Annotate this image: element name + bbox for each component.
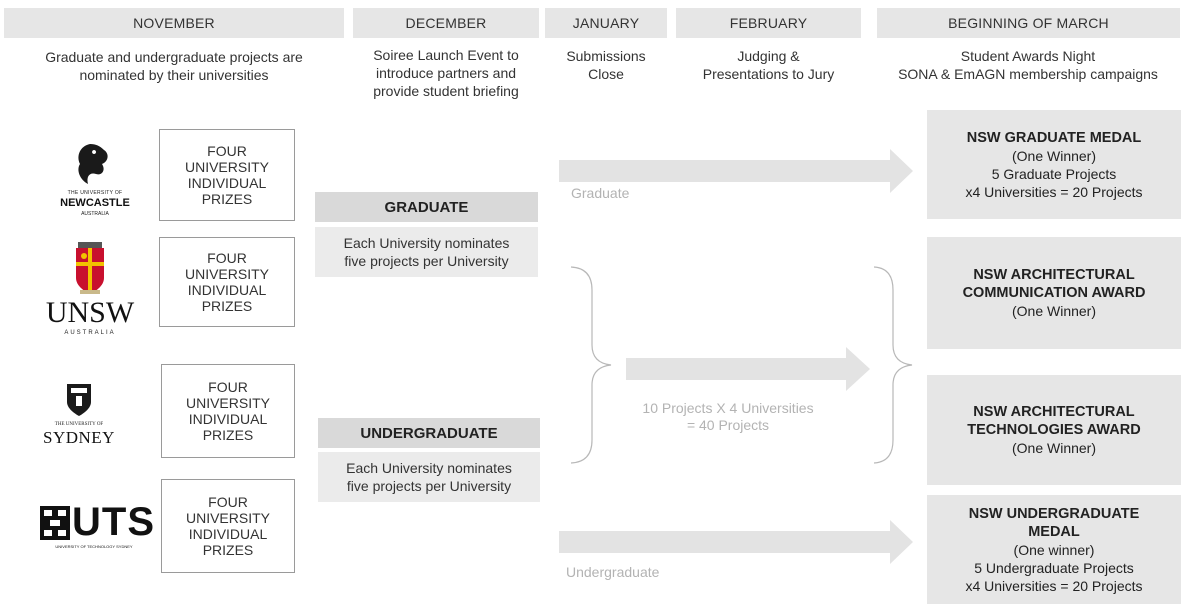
- sydney-name-line2: SYDNEY: [43, 428, 115, 447]
- combined-flow-label-2: = 40 Projects: [686, 417, 770, 433]
- subheader-january: Submissions Close: [566, 48, 646, 82]
- header-december: DECEMBER: [353, 8, 539, 38]
- award-graduate-medal: NSW GRADUATE MEDAL (One Winner) 5 Gradua…: [927, 110, 1181, 219]
- undergraduate-note: Each University nominates five projects …: [318, 452, 540, 502]
- header-march: BEGINNING OF MARCH: [877, 8, 1180, 38]
- subheader-november: Graduate and undergraduate projects are …: [45, 49, 303, 83]
- unsw-sub: AUSTRALIA: [64, 330, 116, 336]
- right-brace: [873, 266, 913, 464]
- prize-box-unsw: FOUR UNIVERSITY INDIVIDUAL PRIZES: [159, 237, 295, 327]
- header-november: NOVEMBER: [4, 8, 344, 38]
- award-title: NSW GRADUATE MEDAL: [966, 129, 1142, 146]
- award-detail: (One Winner) 5 Graduate Projects x4 Univ…: [965, 147, 1143, 200]
- uts-sub: UNIVERSITY OF TECHNOLOGY SYDNEY: [55, 544, 133, 549]
- subheader-february: Judging & Presentations to Jury: [702, 48, 835, 82]
- undergraduate-label: UNDERGRADUATE: [318, 418, 540, 448]
- sydney-name-line1: THE UNIVERSITY OF: [54, 422, 104, 427]
- seahorse-icon: [78, 144, 108, 184]
- undergraduate-flow-label: Undergraduate: [566, 564, 660, 580]
- award-technologies: NSW ARCHITECTURAL TECHNOLOGIES AWARD (On…: [927, 375, 1181, 485]
- award-title: NSW UNDERGRADUATE MEDAL: [968, 505, 1140, 540]
- award-undergraduate-medal: NSW UNDERGRADUATE MEDAL (One winner) 5 U…: [927, 495, 1181, 604]
- uts-logo: UTS UNIVERSITY OF TECHNOLOGY SYDNEY: [36, 500, 154, 560]
- prize-box-uts: FOUR UNIVERSITY INDIVIDUAL PRIZES: [161, 479, 295, 573]
- unsw-crest-icon: [76, 242, 104, 294]
- graduate-note: Each University nominates five projects …: [315, 227, 538, 277]
- combined-arrow: [626, 347, 870, 391]
- graduate-flow-label: Graduate: [571, 185, 630, 201]
- newcastle-name-line2: NEWCASTLE: [60, 197, 130, 209]
- award-detail: (One Winner): [1011, 303, 1097, 319]
- prize-box-sydney: FOUR UNIVERSITY INDIVIDUAL PRIZES: [161, 364, 295, 458]
- graduate-label: GRADUATE: [315, 192, 538, 222]
- graduate-arrow: [559, 149, 913, 193]
- left-brace: [570, 266, 612, 464]
- sydney-crest-icon: [67, 384, 91, 416]
- award-title: NSW ARCHITECTURAL TECHNOLOGIES AWARD: [967, 404, 1141, 438]
- unsw-logo: UNSW AUSTRALIA: [42, 238, 138, 340]
- uts-name: UTS: [72, 500, 155, 544]
- combined-flow-label-1: 10 Projects X 4 Universities: [642, 400, 814, 416]
- sydney-logo: THE UNIVERSITY OF SYDNEY: [34, 382, 124, 452]
- subheader-march: Student Awards Night SONA & EmAGN member…: [898, 48, 1158, 82]
- unsw-name: UNSW: [45, 296, 135, 329]
- uts-mark-icon: [40, 506, 70, 540]
- award-communication: NSW ARCHITECTURAL COMMUNICATION AWARD (O…: [927, 237, 1181, 349]
- undergraduate-arrow: [559, 520, 913, 564]
- subheader-december: Soiree Launch Event to introduce partner…: [373, 47, 519, 99]
- award-title: NSW ARCHITECTURAL COMMUNICATION AWARD: [962, 267, 1146, 301]
- newcastle-name-line1: THE UNIVERSITY OF: [67, 190, 123, 196]
- newcastle-name-line3: AUSTRALIA: [81, 211, 109, 217]
- newcastle-logo: THE UNIVERSITY OF NEWCASTLE AUSTRALIA: [50, 140, 140, 230]
- award-detail: (One winner) 5 Undergraduate Projects x4…: [965, 541, 1143, 594]
- award-detail: (One Winner): [1011, 440, 1097, 456]
- prize-box-newcastle: FOUR UNIVERSITY INDIVIDUAL PRIZES: [159, 129, 295, 221]
- header-february: FEBRUARY: [676, 8, 861, 38]
- header-january: JANUARY: [545, 8, 667, 38]
